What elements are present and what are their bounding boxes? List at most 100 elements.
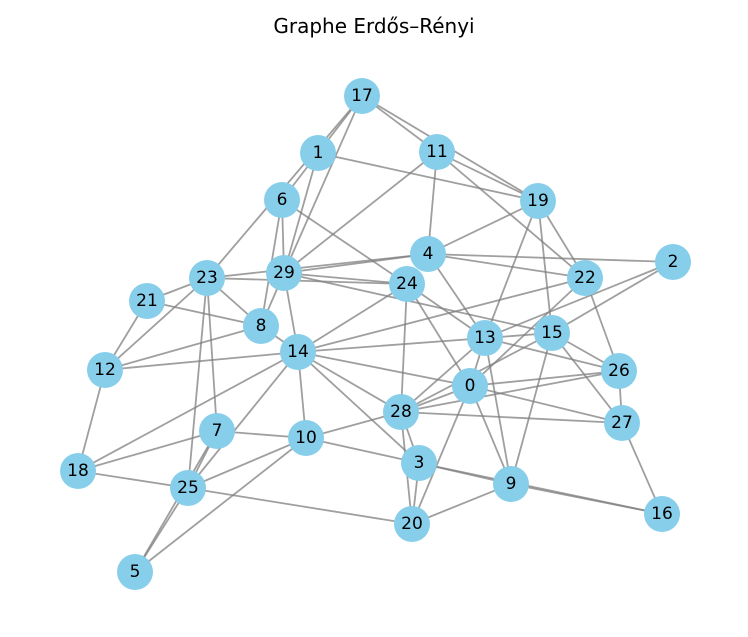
edge-24-23 xyxy=(206,277,408,285)
node-circle-16 xyxy=(644,496,680,532)
edge-17-29 xyxy=(283,95,363,274)
edge-18-7 xyxy=(77,430,218,472)
edge-24-28 xyxy=(400,283,408,413)
node-22: 22 xyxy=(567,260,603,296)
node-8: 8 xyxy=(243,308,279,344)
node-19: 19 xyxy=(520,183,556,219)
edge-13-28 xyxy=(400,337,486,413)
node-circle-11 xyxy=(419,134,455,170)
node-1: 1 xyxy=(300,135,336,171)
node-5: 5 xyxy=(117,554,153,590)
edge-15-14 xyxy=(297,332,553,353)
edge-25-20 xyxy=(187,487,413,525)
node-circle-24 xyxy=(389,266,425,302)
node-29: 29 xyxy=(266,255,302,291)
edge-15-27 xyxy=(551,332,623,424)
node-circle-8 xyxy=(243,308,279,344)
edge-2-15 xyxy=(551,261,674,334)
node-circle-4 xyxy=(410,236,446,272)
node-circle-14 xyxy=(280,334,316,370)
figure-title: Graphe Erdős–Rényi xyxy=(273,14,475,38)
node-10: 10 xyxy=(288,420,324,456)
node-circle-6 xyxy=(264,182,300,218)
node-15: 15 xyxy=(534,315,570,351)
edge-27-28 xyxy=(400,411,623,424)
node-28: 28 xyxy=(383,394,419,430)
edge-4-22 xyxy=(427,253,586,279)
edge-18-14 xyxy=(77,351,299,472)
edge-26-28 xyxy=(400,370,620,413)
edge-21-8 xyxy=(146,300,262,327)
node-circle-17 xyxy=(344,78,380,114)
node-circle-3 xyxy=(401,445,437,481)
edge-26-0 xyxy=(469,370,620,387)
edge-14-0 xyxy=(297,351,471,387)
node-23: 23 xyxy=(189,260,225,296)
edge-13-9 xyxy=(484,337,512,485)
edge-11-29 xyxy=(283,151,438,274)
node-3: 3 xyxy=(401,445,437,481)
edge-15-9 xyxy=(510,332,553,485)
edge-layer xyxy=(77,95,674,573)
edge-25-10 xyxy=(187,437,307,489)
node-circle-20 xyxy=(394,506,430,542)
edge-14-3 xyxy=(297,351,420,464)
edge-13-26 xyxy=(484,337,620,372)
node-18: 18 xyxy=(60,453,96,489)
edge-25-14 xyxy=(187,351,299,489)
node-circle-29 xyxy=(266,255,302,291)
node-circle-0 xyxy=(452,368,488,404)
node-2: 2 xyxy=(655,244,691,280)
edge-24-0 xyxy=(406,283,471,387)
edge-1-19 xyxy=(317,152,539,202)
node-circle-25 xyxy=(170,470,206,506)
node-circle-7 xyxy=(199,413,235,449)
node-9: 9 xyxy=(493,466,529,502)
edge-4-29 xyxy=(283,253,429,274)
edge-24-29 xyxy=(283,272,408,285)
node-17: 17 xyxy=(344,78,380,114)
edge-12-8 xyxy=(104,325,262,371)
node-circle-19 xyxy=(520,183,556,219)
node-20: 20 xyxy=(394,506,430,542)
edge-22-0 xyxy=(469,277,586,387)
node-13: 13 xyxy=(467,320,503,356)
node-circle-23 xyxy=(189,260,225,296)
node-12: 12 xyxy=(87,352,123,388)
node-6: 6 xyxy=(264,182,300,218)
node-11: 11 xyxy=(419,134,455,170)
node-14: 14 xyxy=(280,334,316,370)
node-circle-10 xyxy=(288,420,324,456)
node-0: 0 xyxy=(452,368,488,404)
edge-4-2 xyxy=(427,253,674,263)
node-circle-13 xyxy=(467,320,503,356)
edge-23-12 xyxy=(104,277,208,371)
edge-23-7 xyxy=(206,277,218,432)
node-circle-27 xyxy=(604,405,640,441)
edge-19-4 xyxy=(427,200,539,255)
node-21: 21 xyxy=(129,283,165,319)
node-circle-26 xyxy=(601,353,637,389)
node-4: 4 xyxy=(410,236,446,272)
edge-12-14 xyxy=(104,351,299,371)
node-circle-12 xyxy=(87,352,123,388)
node-circle-22 xyxy=(567,260,603,296)
node-27: 27 xyxy=(604,405,640,441)
edge-11-19 xyxy=(436,151,539,202)
edge-10-3 xyxy=(305,437,420,464)
node-circle-28 xyxy=(383,394,419,430)
node-circle-21 xyxy=(129,283,165,319)
edge-5-10 xyxy=(134,437,307,573)
edge-19-13 xyxy=(484,200,539,339)
node-24: 24 xyxy=(389,266,425,302)
node-25: 25 xyxy=(170,470,206,506)
node-16: 16 xyxy=(644,496,680,532)
edge-14-28 xyxy=(297,351,402,413)
node-circle-2 xyxy=(655,244,691,280)
node-7: 7 xyxy=(199,413,235,449)
node-circle-15 xyxy=(534,315,570,351)
node-circle-5 xyxy=(117,554,153,590)
edge-24-14 xyxy=(297,283,408,353)
